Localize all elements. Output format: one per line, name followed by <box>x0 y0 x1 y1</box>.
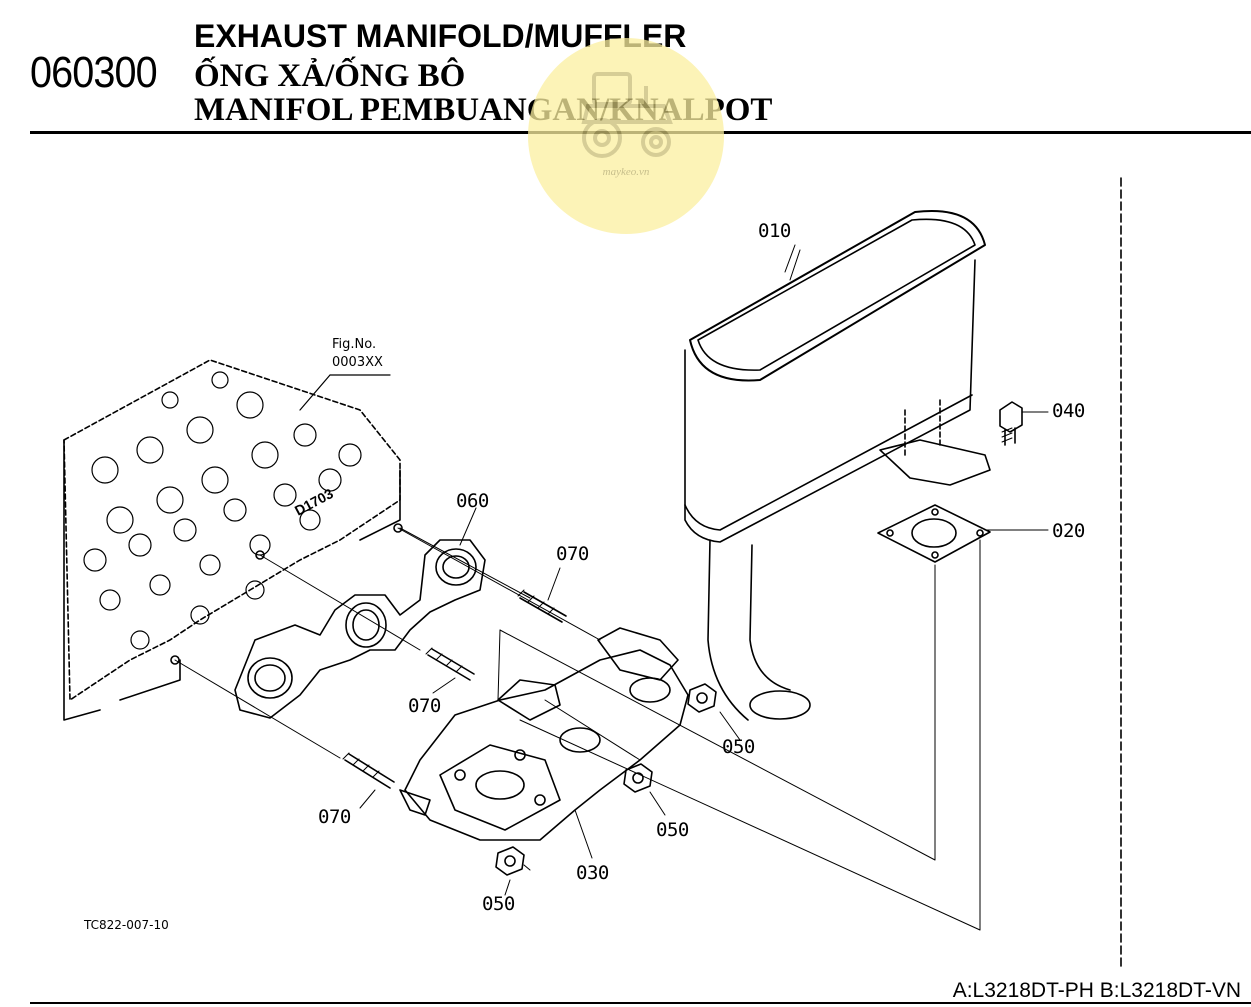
muffler <box>684 210 991 721</box>
label-070-lower: 070 <box>318 806 351 828</box>
head-marking: D1703 <box>292 485 336 519</box>
manifold-gasket <box>234 539 486 719</box>
model-applicability: A:L3218DT-PH B:L3218DT-VN <box>952 979 1241 1002</box>
label-050-middle: 050 <box>656 819 689 841</box>
stud-bolts <box>342 589 567 789</box>
muffler-gasket <box>877 504 991 563</box>
drawing-code: TC822-007-10 <box>84 918 169 932</box>
label-070-middle: 070 <box>408 695 441 717</box>
fig-ref-value: 0003XX <box>332 355 383 370</box>
label-040: 040 <box>1052 400 1085 422</box>
label-020: 020 <box>1052 520 1085 542</box>
tractor-icon <box>581 72 673 158</box>
fig-ref-label: Fig.No. <box>332 337 377 352</box>
label-070-upper: 070 <box>556 543 589 565</box>
exhaust-manifold <box>399 627 689 841</box>
cylinder-head: D1703 <box>63 359 403 721</box>
nuts <box>495 683 717 876</box>
label-050-right: 050 <box>722 736 755 758</box>
section-code: 060300 <box>30 48 158 97</box>
label-030: 030 <box>576 862 609 884</box>
label-050-lower: 050 <box>482 893 515 915</box>
title-vietnamese: ỐNG XẢ/ỐNG BÔ <box>194 58 466 94</box>
watermark-text: maykeo.vn <box>602 166 650 178</box>
fig-ref: Fig.No. 0003XX <box>332 336 383 372</box>
plug <box>999 401 1023 446</box>
assembly-lines <box>174 244 1049 931</box>
watermark-logo: maykeo.vn <box>528 38 724 234</box>
label-060: 060 <box>456 490 489 512</box>
footer-rule <box>30 1002 1251 1004</box>
label-010: 010 <box>758 220 791 242</box>
